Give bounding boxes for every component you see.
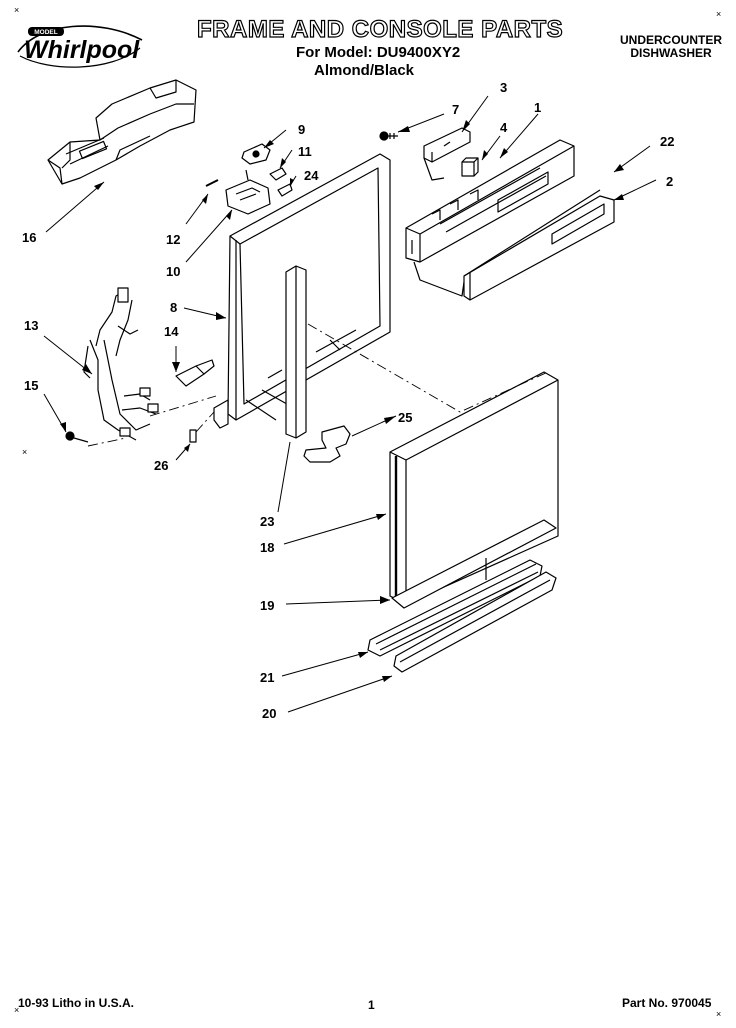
part-4-clip: [462, 158, 478, 176]
callout-3: 3: [500, 80, 507, 95]
callout-23: 23: [260, 514, 274, 529]
part-12-screw: [206, 180, 218, 186]
part-7-screw: [380, 132, 398, 140]
part-10-switch-holder: [226, 170, 270, 214]
callout-9: 9: [298, 122, 305, 137]
callout-16: 16: [22, 230, 36, 245]
callout-20: 20: [262, 706, 276, 721]
part-16-control-housing: [48, 80, 196, 184]
part-14-door-switch: [176, 360, 214, 386]
callout-12: 12: [166, 232, 180, 247]
callout-10: 10: [166, 264, 180, 279]
callout-2: 2: [666, 174, 673, 189]
callout-1: 1: [534, 100, 541, 115]
callout-18: 18: [260, 540, 274, 555]
callout-25: 25: [398, 410, 412, 425]
part-15-screw: [66, 432, 88, 442]
footer-litho: 10-93 Litho in U.S.A.: [18, 996, 134, 1010]
part-23-side-trim: [286, 266, 306, 438]
callout-21: 21: [260, 670, 274, 685]
callout-14: 14: [164, 324, 179, 339]
part-13-wire-harness: [84, 288, 158, 440]
callout-8: 8: [170, 300, 177, 315]
part-25-hinge-clip: [304, 426, 350, 462]
callout-15: 15: [24, 378, 38, 393]
callout-4: 4: [500, 120, 508, 135]
callout-22: 22: [660, 134, 674, 149]
footer-page-number: 1: [368, 998, 375, 1012]
callout-7: 7: [452, 102, 459, 117]
callout-24: 24: [304, 168, 319, 183]
callout-11: 11: [298, 144, 312, 159]
footer-part-number: Part No. 970045: [622, 996, 711, 1010]
callout-19: 19: [260, 598, 274, 613]
part-26-clip: [190, 430, 196, 442]
callout-13: 13: [24, 318, 38, 333]
part-11-spring: [270, 168, 286, 180]
callout-26: 26: [154, 458, 168, 473]
